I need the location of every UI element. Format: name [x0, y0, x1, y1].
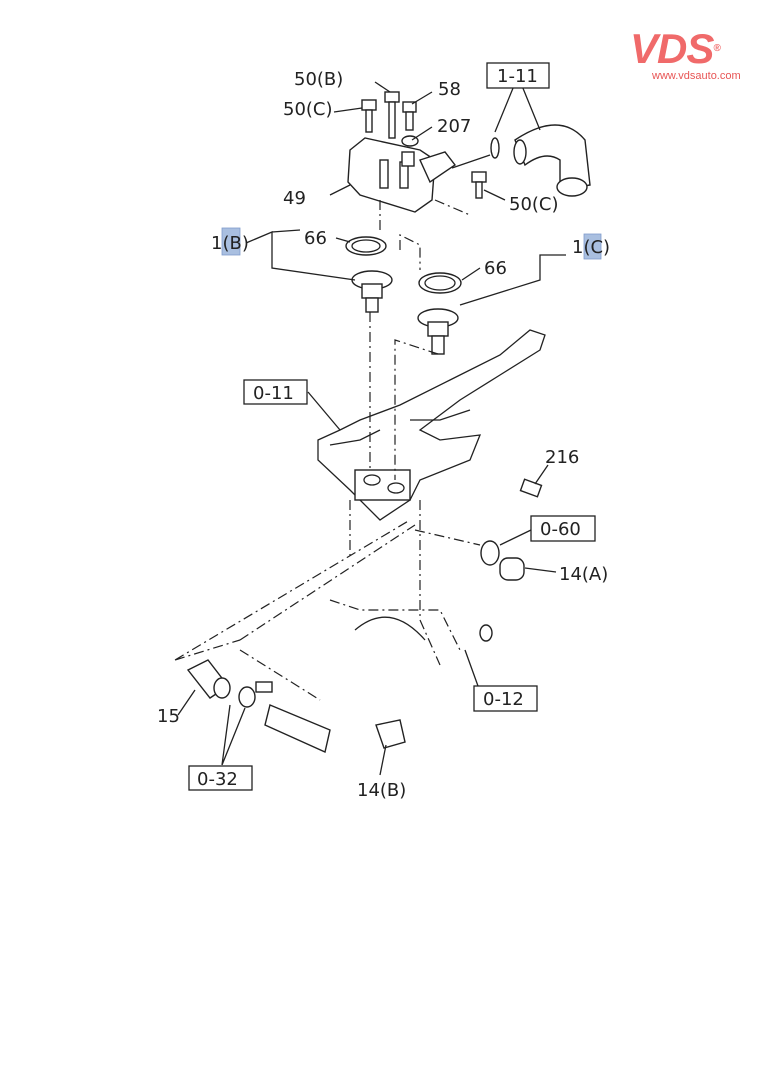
clamp [238, 686, 256, 708]
ref-box-0-11 [243, 379, 308, 405]
bolt-50c-right [471, 171, 487, 199]
ref-box-0-60 [530, 515, 596, 542]
hose-0-32 [264, 704, 331, 753]
label-1c: 1(C) [572, 237, 610, 258]
plug-216 [519, 478, 543, 498]
ref-box-1-11 [486, 62, 550, 89]
label-50c-right: 50(C) [509, 194, 559, 215]
logo-mark: VDS® [630, 25, 721, 72]
label-216: 216 [545, 447, 579, 468]
highlight-1b [221, 227, 241, 256]
label-0-60: 0-60 [540, 519, 581, 540]
bolt-58 [402, 101, 417, 131]
label-1-11: 1-11 [497, 66, 538, 87]
bolt-50b [384, 91, 400, 139]
label-50c-top: 50(C) [283, 99, 333, 120]
bolt-50c-top [361, 99, 377, 133]
label-49: 49 [283, 188, 306, 209]
clamp-screw [255, 681, 273, 693]
label-0-11: 0-11 [253, 383, 294, 404]
label-1b: 1(B) [211, 233, 249, 254]
plug-14b [375, 719, 406, 749]
label-207: 207 [437, 116, 471, 137]
highlight-1c [583, 233, 602, 260]
ref-box-0-12 [473, 685, 538, 712]
label-14b: 14(B) [357, 780, 406, 801]
label-50b: 50(B) [294, 69, 343, 90]
fitting-15 [186, 659, 231, 699]
ref-box-0-32 [188, 765, 253, 791]
gasket-0-60 [480, 540, 500, 566]
label-66-left: 66 [304, 228, 327, 249]
label-58: 58 [438, 79, 461, 100]
label-15: 15 [157, 706, 180, 727]
plug-14a [499, 557, 525, 581]
label-0-32: 0-32 [197, 769, 238, 790]
hose-1-11 [490, 124, 591, 197]
label-14a: 14(A) [559, 564, 608, 585]
label-66-right: 66 [484, 258, 507, 279]
thermostat-1c [417, 308, 459, 355]
label-0-12: 0-12 [483, 689, 524, 710]
engine-block [317, 329, 546, 666]
thermostat-housing-49 [347, 137, 457, 213]
vds-logo: VDS® www.vdsauto.com [630, 25, 755, 83]
thermostat-1b [351, 270, 393, 313]
logo-url: www.vdsauto.com [652, 70, 741, 82]
